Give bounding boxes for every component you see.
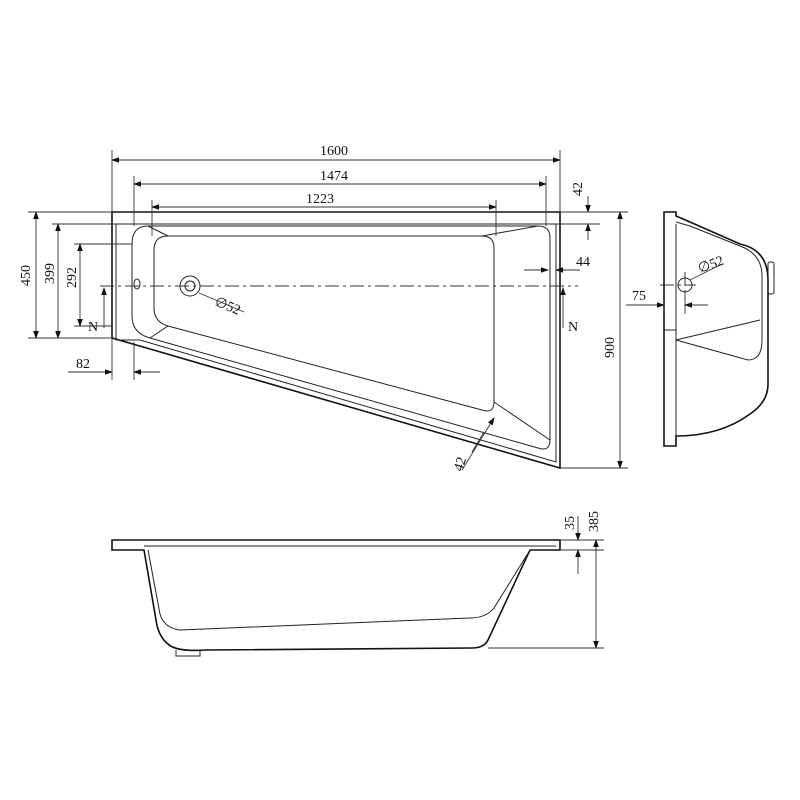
- dim-rim-thickness: 35: [563, 516, 578, 530]
- dim-width-399: 399: [43, 263, 58, 284]
- dim-outer-inner-length: 1474: [320, 169, 348, 184]
- front-view: 35 385: [111, 511, 604, 657]
- dim-side-waste-diameter: ∅52: [696, 254, 726, 277]
- overflow-hole: [133, 278, 141, 290]
- dim-overall-width: 900: [603, 337, 618, 358]
- dim-overall-length: 1600: [320, 144, 348, 159]
- leader-waste: [198, 292, 245, 313]
- end-view-inner: [675, 221, 763, 361]
- bevel-line: [493, 401, 551, 441]
- leader-side-waste: [689, 263, 723, 281]
- front-view-outline: [111, 539, 561, 652]
- bevel-line: [481, 225, 539, 237]
- dim-rim-offset: 42: [571, 182, 586, 196]
- dim-inner-base-length: 1223: [306, 192, 334, 207]
- dim-diagonal-rim: 42: [452, 455, 471, 473]
- dim-overall-height: 385: [587, 511, 602, 532]
- end-view: ∅52 75: [626, 211, 775, 447]
- tub-rim-line: [115, 223, 557, 463]
- section-mark-left: N: [88, 320, 98, 335]
- dim-waste-height: 292: [65, 267, 80, 288]
- end-view-outline: [663, 211, 769, 447]
- dim-rim-44: 44: [576, 255, 590, 270]
- basin-outer-edge: [131, 225, 551, 450]
- bevel-line: [147, 225, 169, 237]
- top-dimensions: 1600 1474 1223 42 44 900 450: [19, 144, 628, 473]
- top-view: N N: [88, 211, 578, 470]
- dim-side-offset: 75: [632, 289, 646, 304]
- tub-outer-outline: [111, 211, 561, 470]
- dim-waste-offset: 82: [76, 357, 90, 372]
- end-view-flange: [767, 261, 775, 295]
- section-mark-right: N: [568, 320, 578, 335]
- dim-narrow-end-width: 450: [19, 265, 34, 286]
- basin-floor-edge: [153, 235, 495, 412]
- bevel-line: [149, 325, 169, 339]
- dim-waste-diameter-label: ∅52: [213, 295, 243, 319]
